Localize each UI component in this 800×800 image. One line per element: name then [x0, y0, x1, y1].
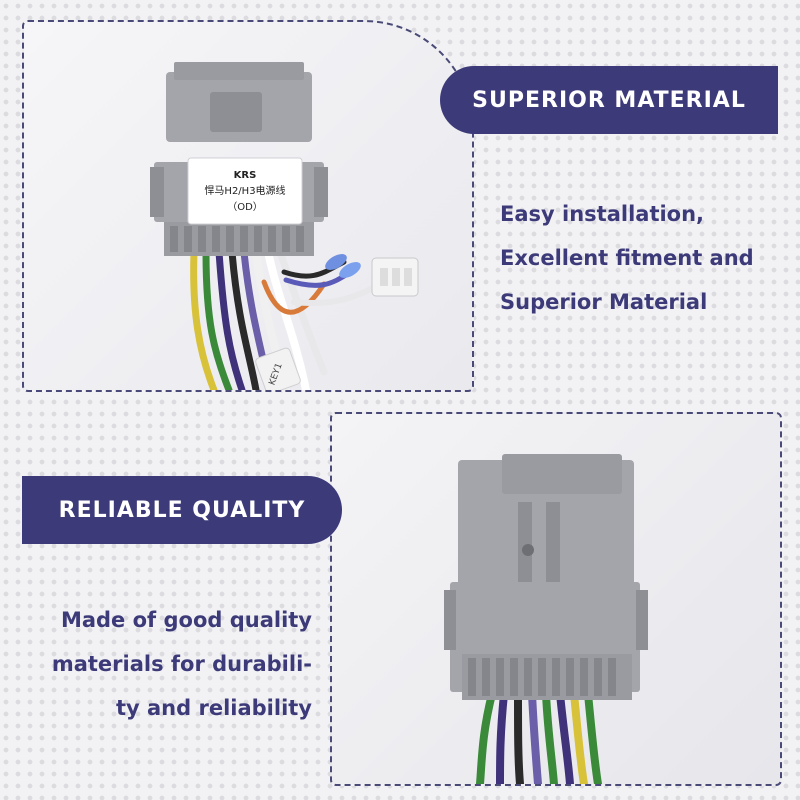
description-superior-material: Easy installation, Excellent fitment and…	[500, 202, 754, 314]
connector-label-line1: KRS	[234, 170, 257, 181]
product-photo-panel-top: KRS 悍马H2/H3电源线 （OD） KEY1	[22, 20, 474, 392]
wiring-connector	[150, 62, 328, 256]
connector-illustration-bottom	[444, 454, 648, 784]
connector-illustration-top: KRS 悍马H2/H3电源线 （OD） KEY1	[150, 62, 419, 390]
wire-bundle-bottom	[476, 690, 602, 784]
connector-label-line3: （OD）	[227, 201, 263, 213]
heading-pill-reliable-quality: RELIABLE QUALITY	[22, 476, 342, 544]
product-photo-panel-bottom	[330, 412, 782, 786]
heading-reliable-quality: RELIABLE QUALITY	[58, 497, 306, 523]
description-reliable-quality: Made of good quality materials for durab…	[51, 608, 312, 720]
heading-pill-superior-material: SUPERIOR MATERIAL	[440, 66, 778, 134]
wiring-connector-bottom	[444, 454, 648, 700]
connector-label-line2: 悍马H2/H3电源线	[204, 184, 285, 197]
heading-superior-material: SUPERIOR MATERIAL	[472, 87, 746, 113]
